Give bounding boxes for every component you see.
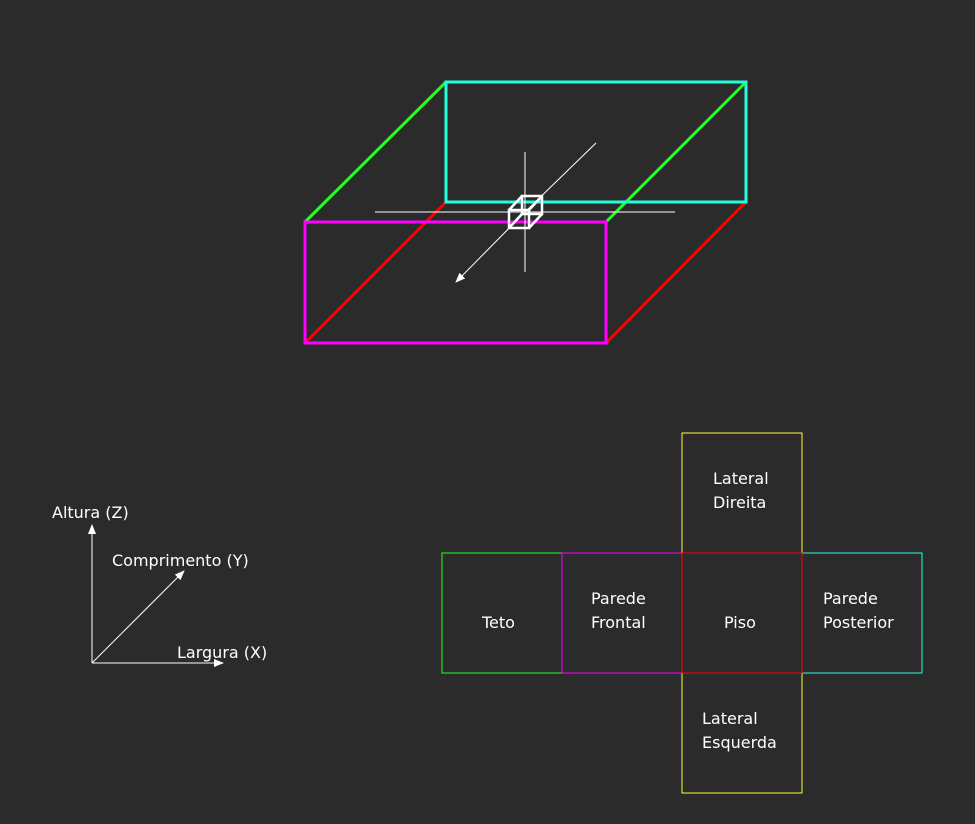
- crosshair-cursor: [375, 142, 675, 283]
- net-label-back-wall: Parede Posterior: [823, 589, 894, 632]
- z-axis-label: Altura (Z): [52, 503, 129, 522]
- small-cube-icon: [507, 194, 544, 230]
- y-axis-arrow: [91, 570, 185, 664]
- y-axis-label: Comprimento (Y): [112, 551, 249, 570]
- net-label-left-side: Lateral Esquerda: [702, 709, 777, 752]
- net-label-ceiling: Teto: [481, 613, 515, 632]
- ceiling-edge-left: [303, 80, 448, 224]
- back-wall-outline: [444, 80, 748, 204]
- floor-edge-right: [604, 200, 748, 345]
- net-label-right-side: Lateral Direita: [713, 469, 774, 512]
- front-wall-outline: [303, 220, 608, 345]
- net-label-front-wall: Parede Frontal: [591, 589, 651, 632]
- net-label-floor: Piso: [724, 613, 756, 632]
- axes-legend: [88, 524, 224, 667]
- ceiling-edge-right: [604, 80, 748, 224]
- net-cell-floor: [681, 552, 803, 674]
- room-net: [441, 432, 923, 794]
- room-3d-wireframe: [303, 80, 748, 345]
- floor-edge-left: [303, 200, 448, 345]
- x-axis-label: Largura (X): [177, 643, 267, 662]
